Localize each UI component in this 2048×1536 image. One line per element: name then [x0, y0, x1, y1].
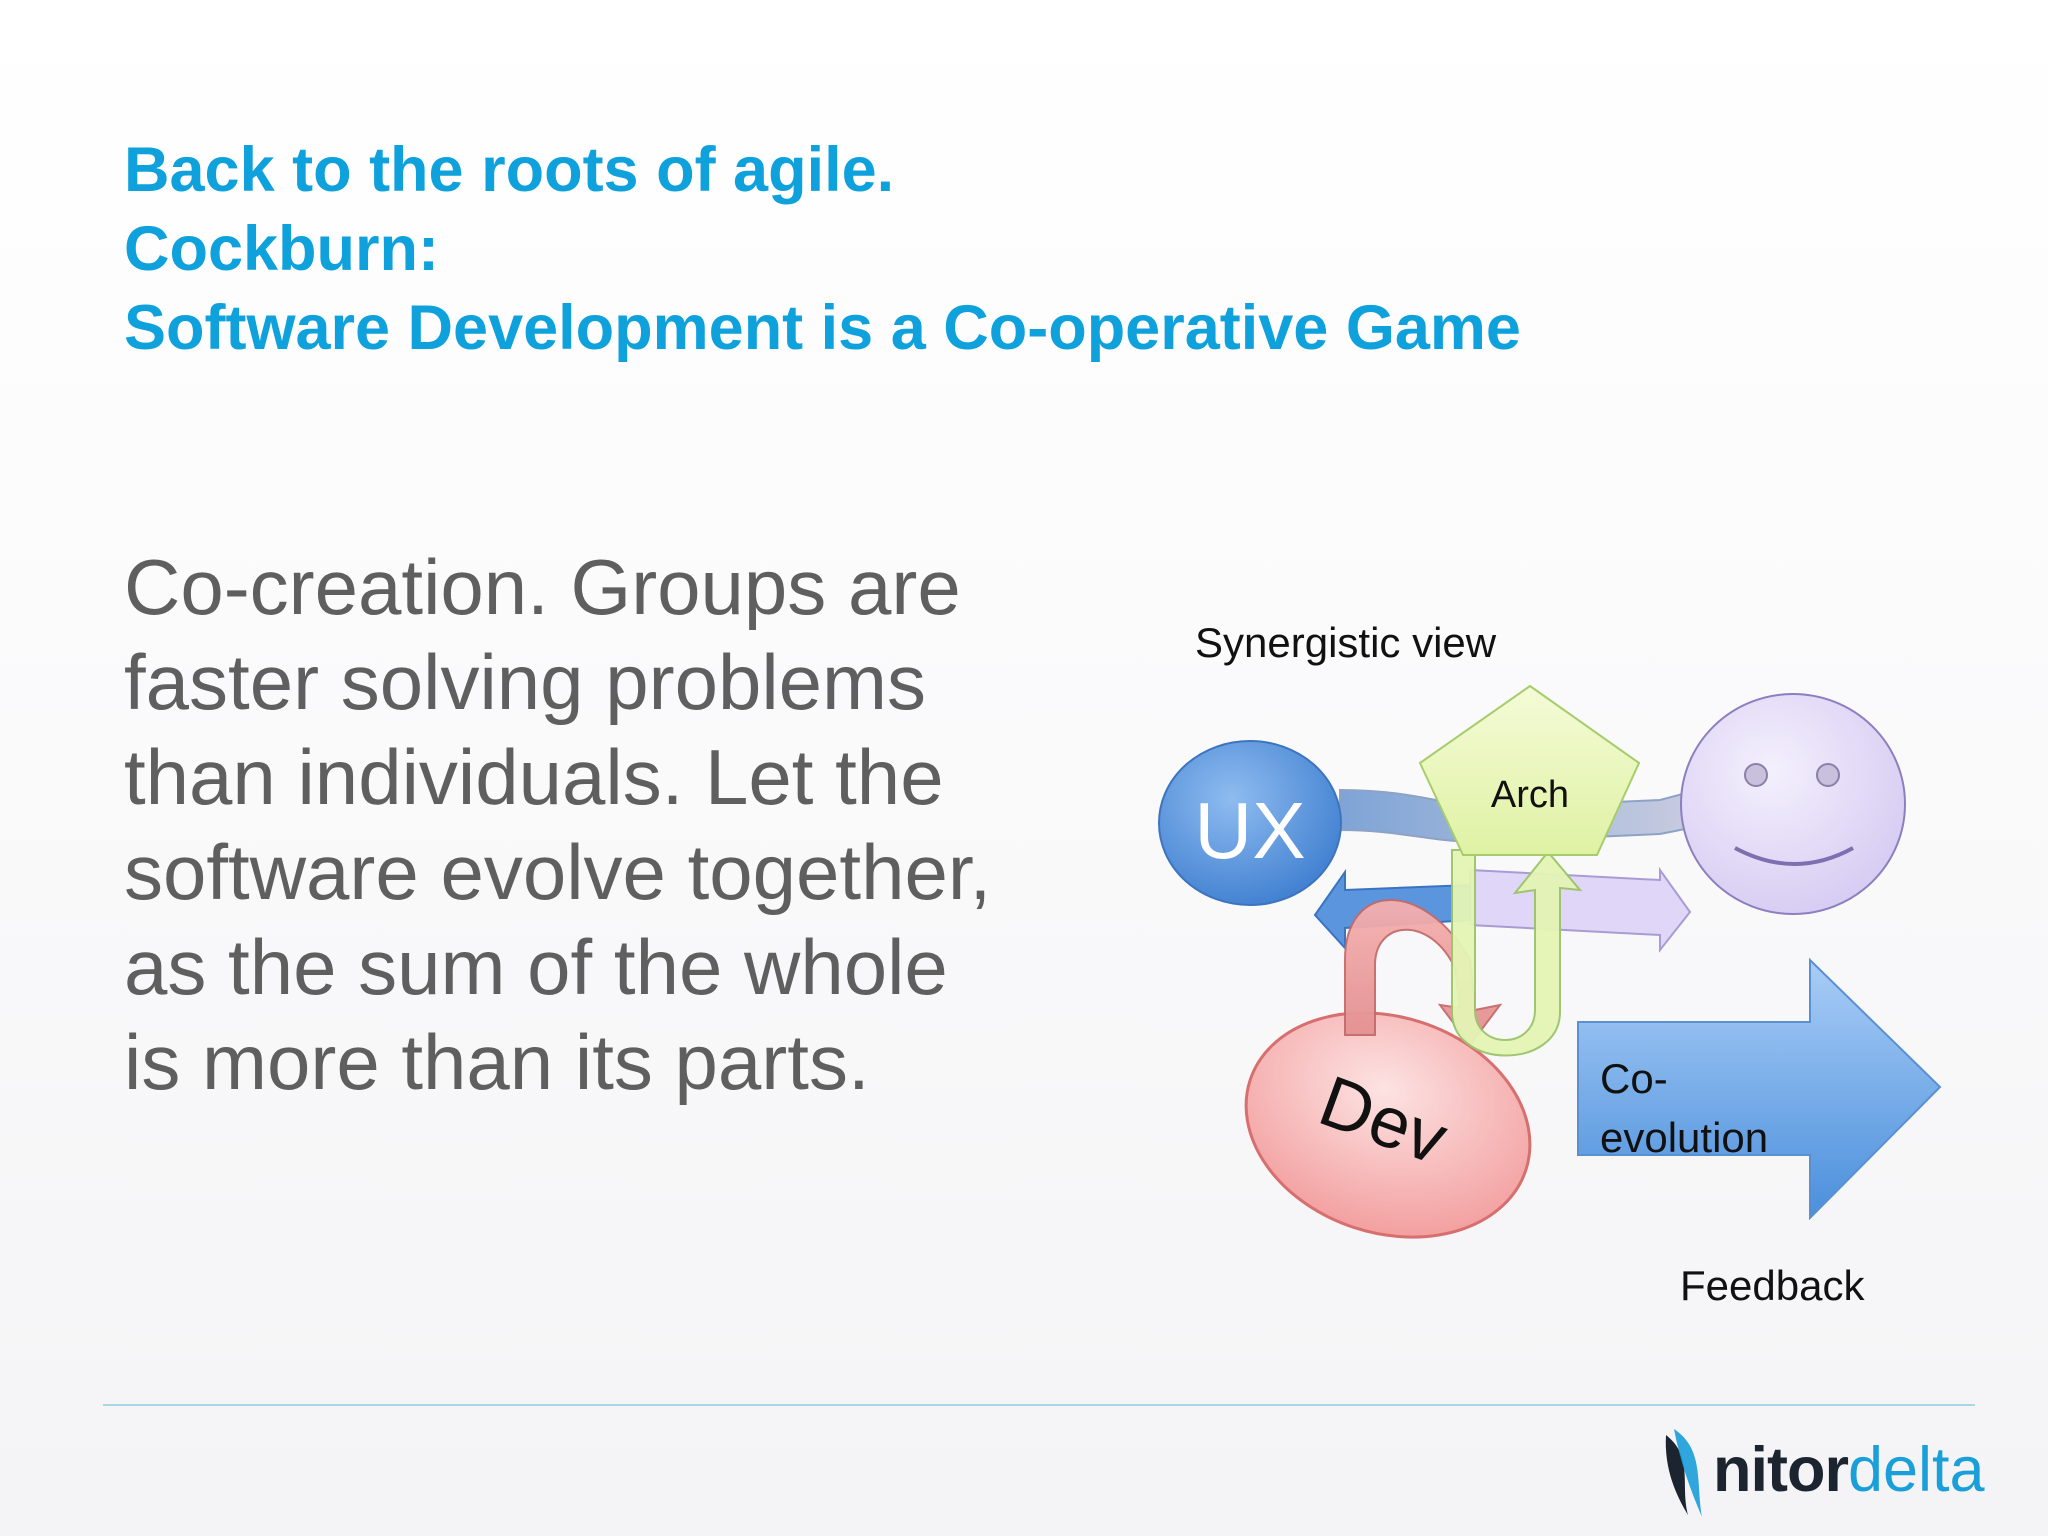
- logo-word-nitor: nitor: [1713, 1435, 1849, 1505]
- body-text: Co-creation. Groups are faster solving p…: [124, 540, 1024, 1110]
- body-line-6: is more than its parts.: [124, 1018, 870, 1106]
- arch-node: [1418, 684, 1641, 856]
- coevolution-label-line1: Co-: [1600, 1055, 1668, 1102]
- logo-wordmark: nitordelta: [1713, 1435, 1985, 1505]
- synergistic-view-label: Synergistic view: [1195, 619, 1497, 666]
- logo-word-delta: delta: [1847, 1435, 1985, 1505]
- title-line-1: Back to the roots of agile.: [124, 135, 895, 205]
- body-line-1: Co-creation. Groups are: [124, 543, 961, 631]
- ux-label: UX: [1194, 786, 1305, 875]
- feedback-label: Feedback: [1680, 1262, 1865, 1309]
- footer-divider: [103, 1404, 1975, 1406]
- green-uturn-arrow: [1451, 849, 1583, 1057]
- body-line-2: faster solving problems: [124, 638, 927, 726]
- body-line-5: as the sum of the whole: [124, 923, 948, 1011]
- synergy-diagram: UX Dev Arch Co- evolution Synergistic vi…: [1158, 619, 1942, 1309]
- arch-label: Arch: [1491, 774, 1569, 816]
- body-line-3: than individuals. Let the: [124, 733, 944, 821]
- ux-node: [1158, 740, 1342, 906]
- coevolution-arrow: [1577, 957, 1942, 1221]
- dev-node: [1244, 1011, 1532, 1239]
- title-line-3: Software Development is a Co-operative G…: [124, 293, 1521, 363]
- title-line-2: Cockburn:: [124, 214, 439, 284]
- coevolution-label-line2: evolution: [1600, 1114, 1768, 1161]
- smiley-face-icon: [1680, 693, 1906, 915]
- body-line-4: software evolve together,: [124, 828, 992, 916]
- lavender-arrow: [1469, 866, 1692, 953]
- nitor-delta-logo-icon: [1665, 1429, 1702, 1517]
